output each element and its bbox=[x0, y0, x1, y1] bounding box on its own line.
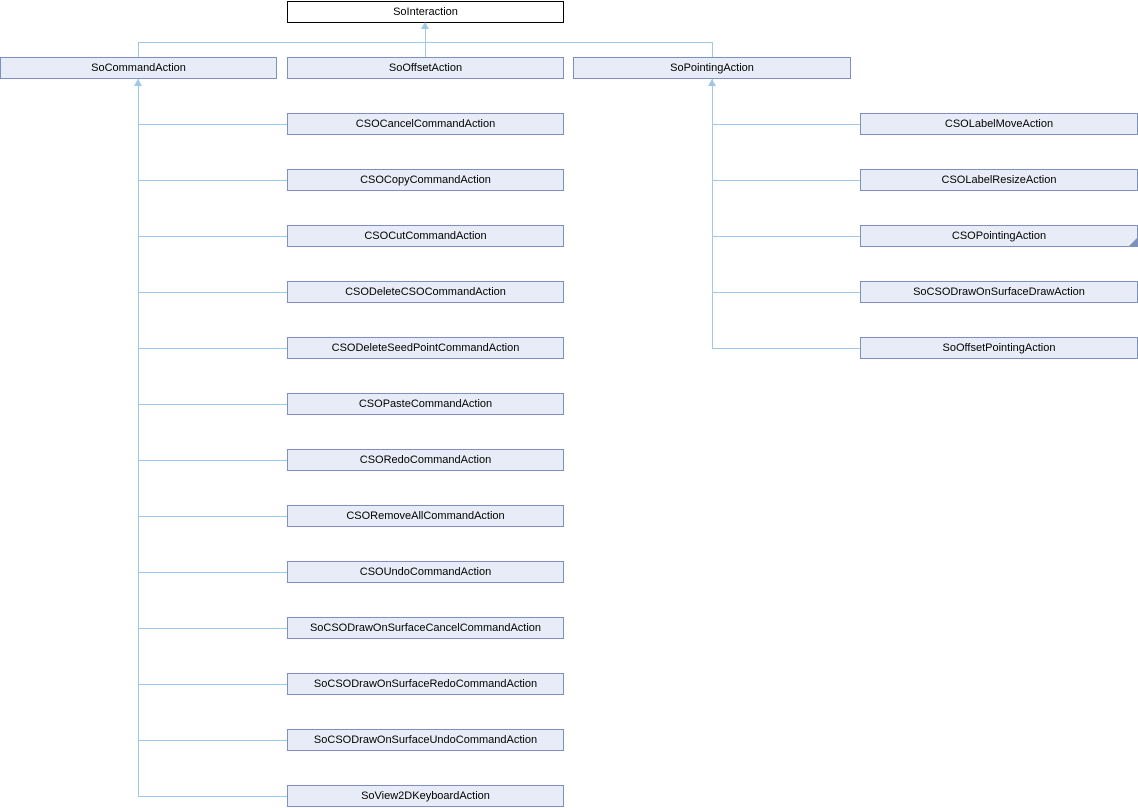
connector-line bbox=[712, 180, 860, 181]
connector-line bbox=[138, 740, 287, 741]
connector-line bbox=[712, 124, 860, 125]
class-node-label: SoCSODrawOnSurfaceCancelCommandAction bbox=[309, 622, 542, 634]
class-node-sopointingaction[interactable]: SoPointingAction bbox=[573, 57, 851, 79]
class-node[interactable]: CSOLabelMoveAction bbox=[860, 113, 1138, 135]
class-node-label: CSOLabelMoveAction bbox=[944, 118, 1054, 130]
class-node-label: SoOffsetPointingAction bbox=[942, 342, 1056, 354]
connector-line bbox=[138, 348, 287, 349]
connector-line bbox=[712, 42, 713, 57]
class-node-label: CSODeleteCSOCommandAction bbox=[345, 286, 506, 298]
class-node-label: SoCSODrawOnSurfaceUndoCommandAction bbox=[313, 734, 538, 746]
class-node-label: CSOPasteCommandAction bbox=[358, 398, 493, 410]
class-node[interactable]: CSOCopyCommandAction bbox=[287, 169, 564, 191]
class-node-label: CSOUndoCommandAction bbox=[359, 566, 492, 578]
class-node-label: SoView2DKeyboardAction bbox=[361, 790, 490, 802]
class-node-label: CSODeleteSeedPointCommandAction bbox=[331, 342, 520, 354]
arrow-up-icon bbox=[421, 22, 429, 29]
connector-line bbox=[138, 572, 287, 573]
class-node-label: CSORemoveAllCommandAction bbox=[346, 510, 505, 522]
class-node-label: SoOffsetAction bbox=[388, 62, 463, 74]
class-node[interactable]: SoCSODrawOnSurfaceRedoCommandAction bbox=[287, 673, 564, 695]
class-node[interactable]: CSOUndoCommandAction bbox=[287, 561, 564, 583]
connector-line bbox=[712, 79, 713, 349]
connector-line bbox=[138, 236, 287, 237]
class-node-label: SoCommandAction bbox=[91, 62, 186, 74]
class-node[interactable]: CSOLabelResizeAction bbox=[860, 169, 1138, 191]
connector-line bbox=[712, 292, 860, 293]
arrow-up-icon bbox=[708, 79, 716, 86]
class-node-sooffsetaction[interactable]: SoOffsetAction bbox=[287, 57, 564, 79]
connector-line bbox=[138, 684, 287, 685]
class-node[interactable]: SoCSODrawOnSurfaceCancelCommandAction bbox=[287, 617, 564, 639]
connector-line bbox=[138, 42, 712, 43]
class-node-label: CSOCutCommandAction bbox=[364, 230, 487, 242]
class-node[interactable]: SoCSODrawOnSurfaceDrawAction bbox=[860, 281, 1138, 303]
connector-line bbox=[138, 404, 287, 405]
connector-line bbox=[712, 236, 860, 237]
class-node-label: CSOLabelResizeAction bbox=[941, 174, 1057, 186]
connector-line bbox=[138, 180, 287, 181]
class-node[interactable]: SoView2DKeyboardAction bbox=[287, 785, 564, 807]
class-node[interactable]: SoOffsetPointingAction bbox=[860, 337, 1138, 359]
class-node-root[interactable]: SoInteraction bbox=[287, 1, 564, 23]
class-node-label: CSORedoCommandAction bbox=[359, 454, 492, 466]
class-node-label: CSOPointingAction bbox=[951, 230, 1047, 242]
class-node[interactable]: CSODeleteCSOCommandAction bbox=[287, 281, 564, 303]
connector-line bbox=[138, 124, 287, 125]
class-node[interactable]: CSOPasteCommandAction bbox=[287, 393, 564, 415]
connector-line bbox=[138, 628, 287, 629]
class-node[interactable]: CSOCancelCommandAction bbox=[287, 113, 564, 135]
connector-line bbox=[138, 42, 139, 57]
connector-line bbox=[138, 292, 287, 293]
connector-line bbox=[138, 796, 287, 797]
class-node[interactable]: CSOPointingAction bbox=[860, 225, 1138, 247]
class-node-label: SoCSODrawOnSurfaceRedoCommandAction bbox=[313, 678, 538, 690]
class-node-label: CSOCopyCommandAction bbox=[360, 174, 491, 186]
class-node[interactable]: SoCSODrawOnSurfaceUndoCommandAction bbox=[287, 729, 564, 751]
arrow-up-icon bbox=[134, 79, 142, 86]
connector-line bbox=[712, 348, 860, 349]
class-node[interactable]: CSORedoCommandAction bbox=[287, 449, 564, 471]
connector-line bbox=[138, 460, 287, 461]
class-node[interactable]: CSODeleteSeedPointCommandAction bbox=[287, 337, 564, 359]
connector-line bbox=[138, 79, 139, 797]
class-node-label: SoCSODrawOnSurfaceDrawAction bbox=[913, 286, 1085, 298]
class-node-label: SoInteraction bbox=[393, 6, 458, 18]
class-node-label: CSOCancelCommandAction bbox=[355, 118, 496, 130]
hidden-subclasses-corner-icon bbox=[1129, 238, 1137, 246]
class-node-socommandaction[interactable]: SoCommandAction bbox=[0, 57, 277, 79]
connector-line bbox=[138, 516, 287, 517]
class-node[interactable]: CSORemoveAllCommandAction bbox=[287, 505, 564, 527]
class-node-label: SoPointingAction bbox=[670, 62, 754, 74]
class-node[interactable]: CSOCutCommandAction bbox=[287, 225, 564, 247]
